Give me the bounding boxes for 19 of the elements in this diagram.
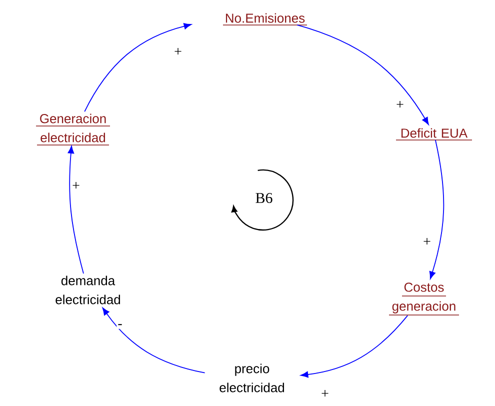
variable-label: demanda electricidad <box>56 276 120 304</box>
link-variable-label: Deficit EUA <box>396 128 472 140</box>
arrow <box>429 140 444 280</box>
polarity-sign: - <box>116 323 124 329</box>
polarity-sign: + <box>320 389 330 399</box>
arrow <box>102 307 206 374</box>
polarity-sign: + <box>71 181 81 191</box>
variable-label: precio electricidad <box>220 364 284 392</box>
polarity-sign: + <box>173 47 183 57</box>
link-variable-label: Generacion electricidad <box>36 114 110 146</box>
link-variable-label: No.Emisiones <box>222 13 308 26</box>
arrow <box>296 24 429 125</box>
loop-label: B6 <box>256 192 272 204</box>
arrow <box>84 23 192 112</box>
arrow <box>300 315 408 378</box>
link-variable-label: Costos generacion <box>388 282 460 316</box>
polarity-sign: + <box>422 237 432 247</box>
polarity-sign: + <box>395 100 405 110</box>
arrow <box>68 146 84 274</box>
